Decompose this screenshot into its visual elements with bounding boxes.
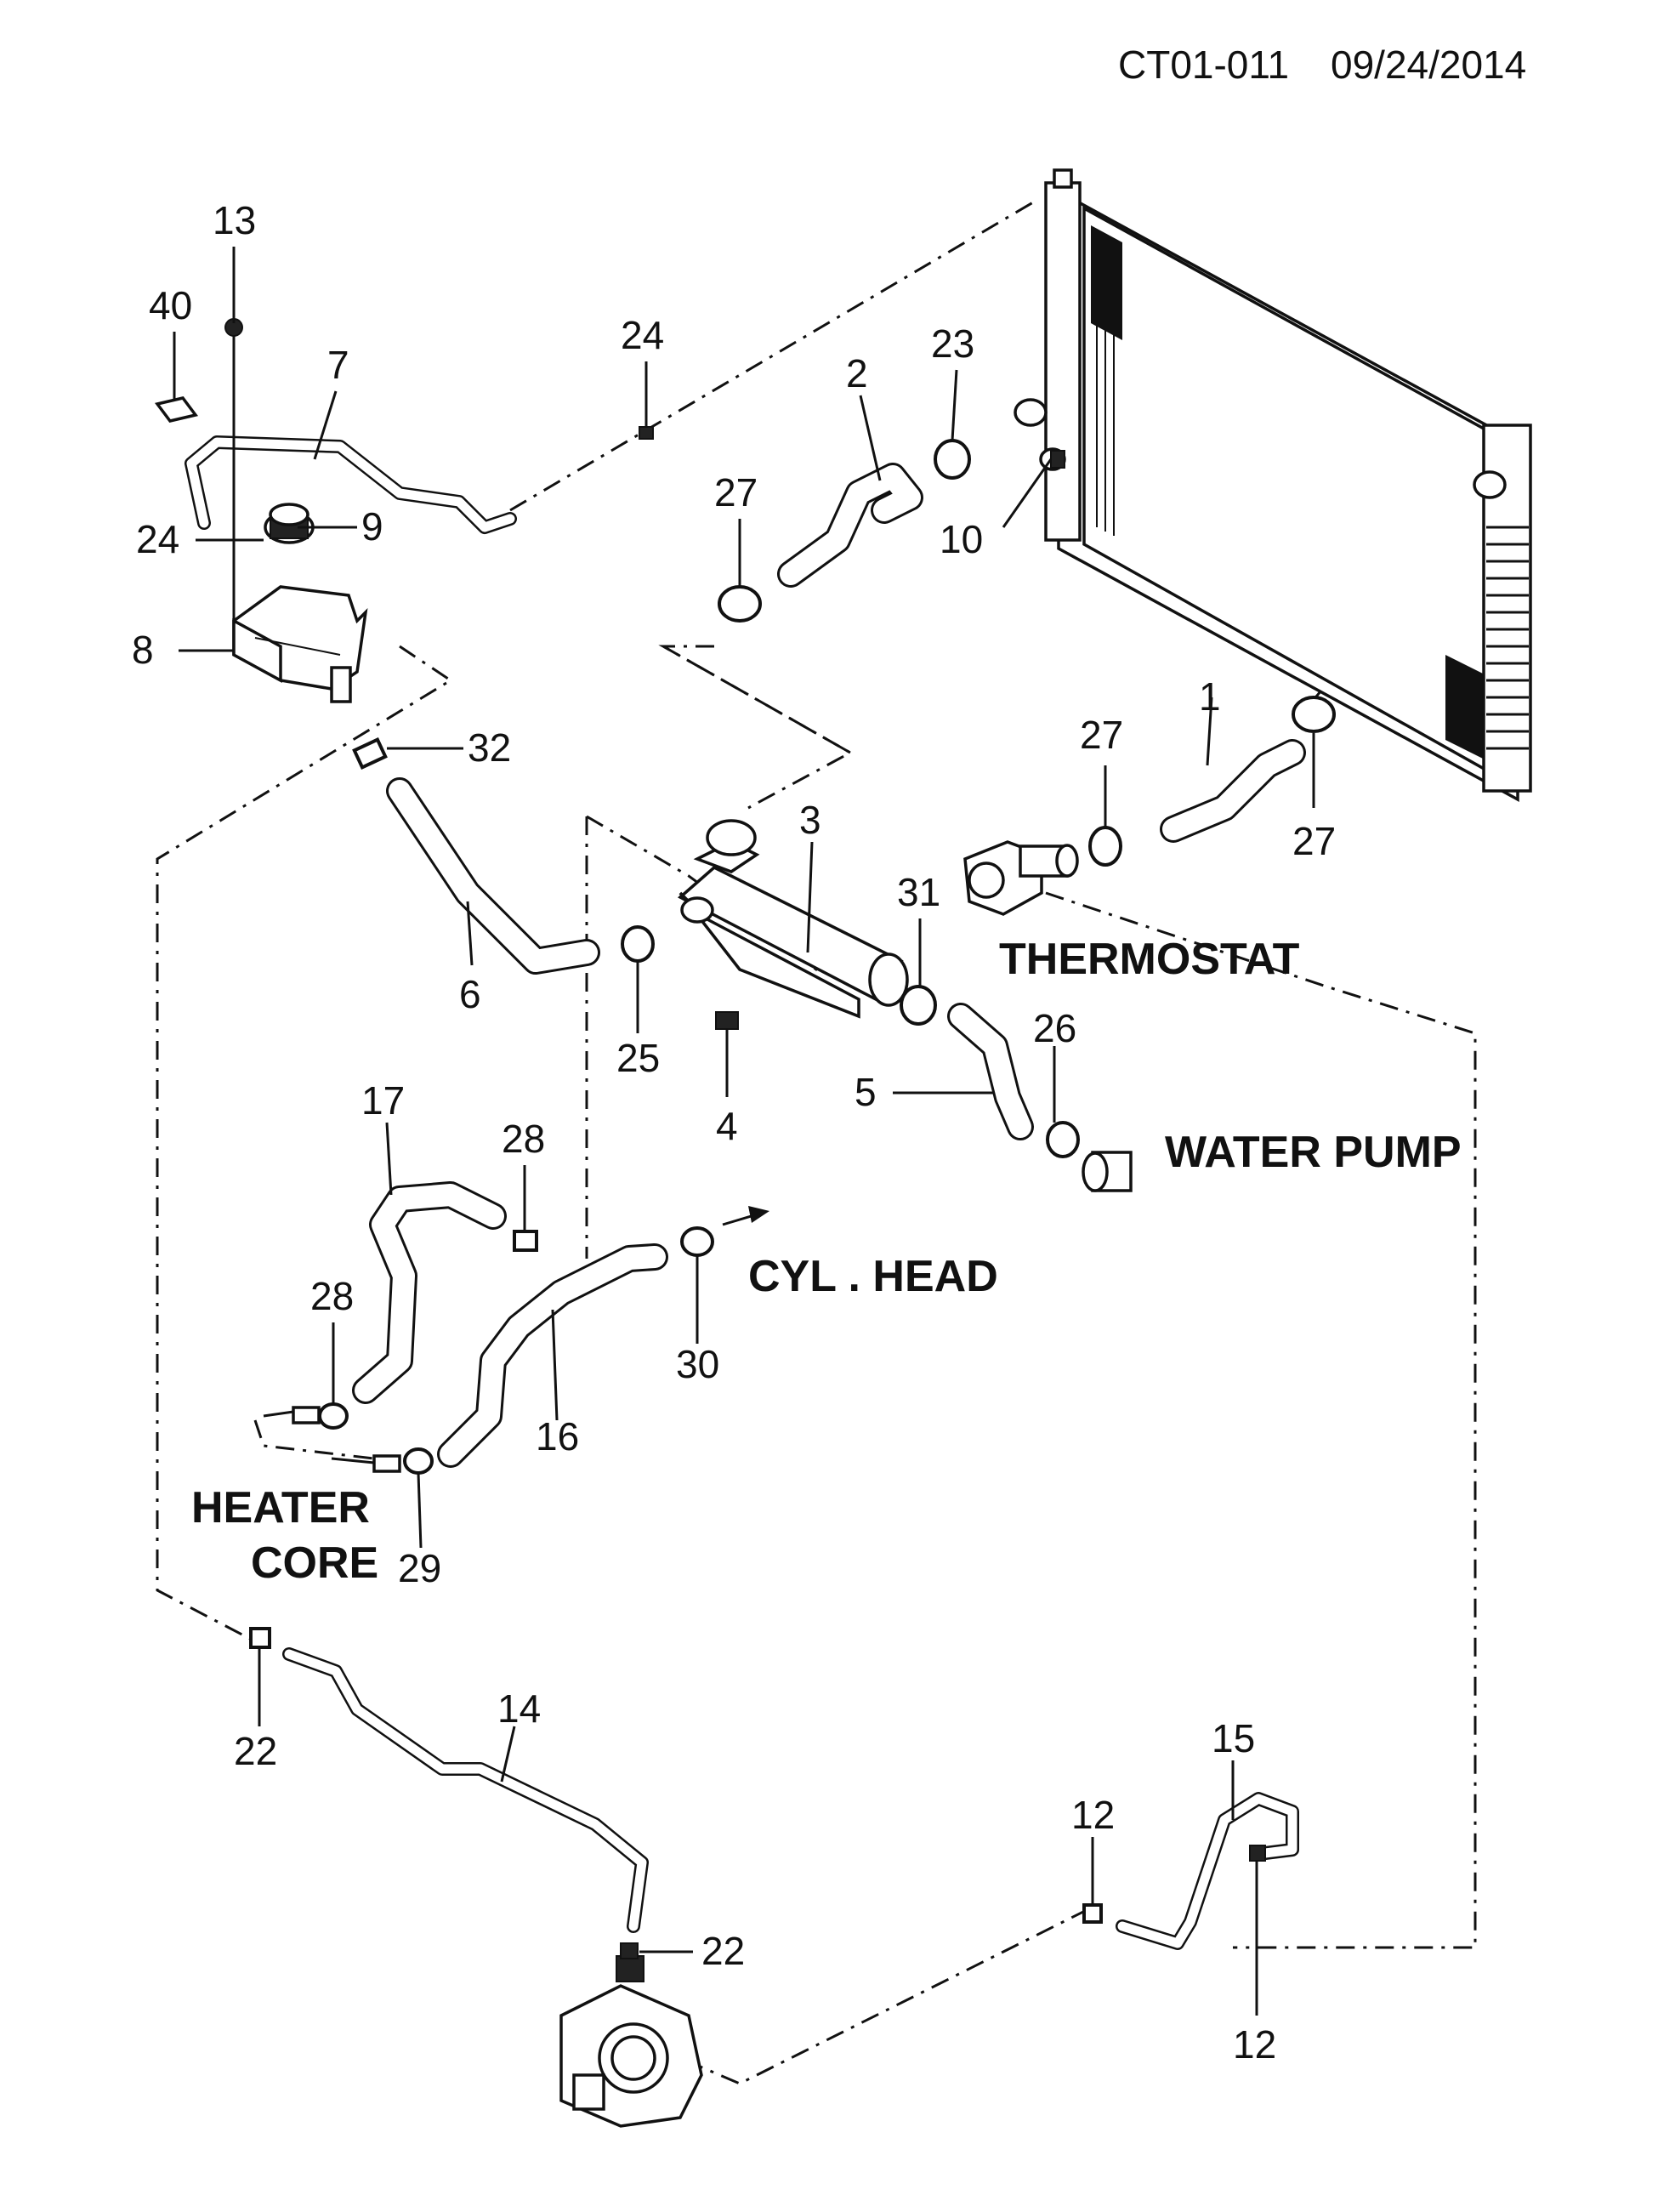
callout-12-right: 12	[1233, 2022, 1276, 2067]
callout-28-lower: 28	[310, 1274, 354, 1318]
callout-17: 17	[361, 1078, 405, 1123]
thermostat-housing	[963, 840, 1079, 916]
pipe-15	[1116, 1792, 1299, 1950]
clamp-23	[934, 439, 971, 480]
callout-28-upper: 28	[502, 1117, 545, 1161]
clamp-29	[403, 1447, 434, 1475]
callout-16: 16	[536, 1414, 579, 1459]
callout-26: 26	[1033, 1006, 1076, 1050]
diagram-date: 09/24/2014	[1331, 43, 1526, 87]
clamp-27-right	[1292, 696, 1336, 733]
clamp-12-left	[1082, 1903, 1103, 1924]
clamp-28-lower	[318, 1402, 349, 1430]
clamp-24-upper	[639, 426, 654, 440]
callout-2: 2	[846, 351, 868, 395]
callout-12-left: 12	[1071, 1793, 1115, 1837]
callout-30: 30	[676, 1342, 719, 1386]
clamp-32	[352, 737, 388, 770]
component-labels: THERMOSTAT WATER PUMP CYL . HEAD HEATER …	[191, 935, 1462, 1588]
callout-32: 32	[468, 725, 511, 770]
callout-29: 29	[398, 1546, 441, 1590]
callout-27-right: 27	[1292, 819, 1336, 863]
label-core: CORE	[251, 1538, 378, 1588]
heater-hose-17	[352, 1181, 507, 1404]
clamp-31	[900, 985, 937, 1026]
callout-1: 1	[1199, 674, 1221, 719]
callout-24-left: 24	[136, 517, 179, 561]
callout-27-left: 27	[714, 470, 758, 515]
callout-6: 6	[459, 972, 481, 1016]
callout-25: 25	[616, 1036, 660, 1080]
clamp-27-left	[718, 585, 762, 623]
hose-6	[386, 777, 600, 975]
clamp-30	[680, 1226, 714, 1257]
callout-8: 8	[132, 628, 154, 672]
thermostat-hose-1	[1160, 739, 1306, 843]
callout-9: 9	[361, 504, 383, 549]
callout-numbers: 13 40 7 24 2 23 27 24 9 10 8 1 27 32 27 …	[132, 198, 1336, 2067]
reservoir-cap-9	[264, 503, 315, 544]
clip-40	[154, 396, 199, 423]
clamp-26	[1046, 1121, 1080, 1158]
heater-hose-16	[437, 1243, 668, 1468]
hose-5	[947, 1003, 1034, 1140]
callout-40: 40	[149, 283, 192, 327]
label-heater: HEATER	[191, 1483, 370, 1532]
callout-27-mid: 27	[1080, 713, 1123, 757]
clamp-28-upper	[513, 1230, 538, 1252]
coolant-reservoir-8	[232, 585, 368, 703]
callout-31: 31	[897, 870, 940, 914]
callout-15: 15	[1212, 1716, 1255, 1760]
callout-5: 5	[855, 1070, 877, 1114]
clamp-25	[621, 925, 655, 963]
label-cyl-head: CYL . HEAD	[748, 1252, 998, 1301]
label-thermostat: THERMOSTAT	[999, 935, 1300, 984]
callout-13: 13	[213, 198, 256, 242]
leader-lines	[173, 247, 1315, 2016]
throttle-body-assembly	[559, 1955, 703, 2128]
cyl-head-arrow	[722, 1206, 769, 1226]
overflow-hose-7	[185, 435, 517, 534]
callout-3: 3	[799, 798, 821, 842]
clamp-27-mid	[1088, 826, 1122, 867]
water-outlet-3	[677, 819, 909, 1019]
label-water-pump: WATER PUMP	[1165, 1128, 1462, 1177]
clamp-22-upper	[249, 1627, 271, 1649]
clamp-12-right	[1249, 1845, 1266, 1862]
clamp-22-lower	[620, 1942, 639, 1959]
bolt-4	[715, 1011, 739, 1030]
callout-10: 10	[940, 517, 983, 561]
callout-4: 4	[716, 1104, 738, 1148]
callout-14: 14	[497, 1686, 541, 1731]
callout-22-left: 22	[234, 1729, 277, 1773]
bolt-10	[1050, 450, 1065, 469]
callout-7: 7	[327, 343, 349, 387]
radiator-hose-2	[777, 463, 923, 588]
callout-24-top: 24	[621, 313, 664, 357]
water-pump-inlet	[1082, 1151, 1133, 1192]
diagram-code: CT01-011	[1118, 43, 1289, 87]
callout-23: 23	[931, 321, 974, 366]
pipe-14	[282, 1647, 649, 1933]
radiator	[1014, 168, 1532, 802]
callout-22-right: 22	[701, 1929, 745, 1973]
